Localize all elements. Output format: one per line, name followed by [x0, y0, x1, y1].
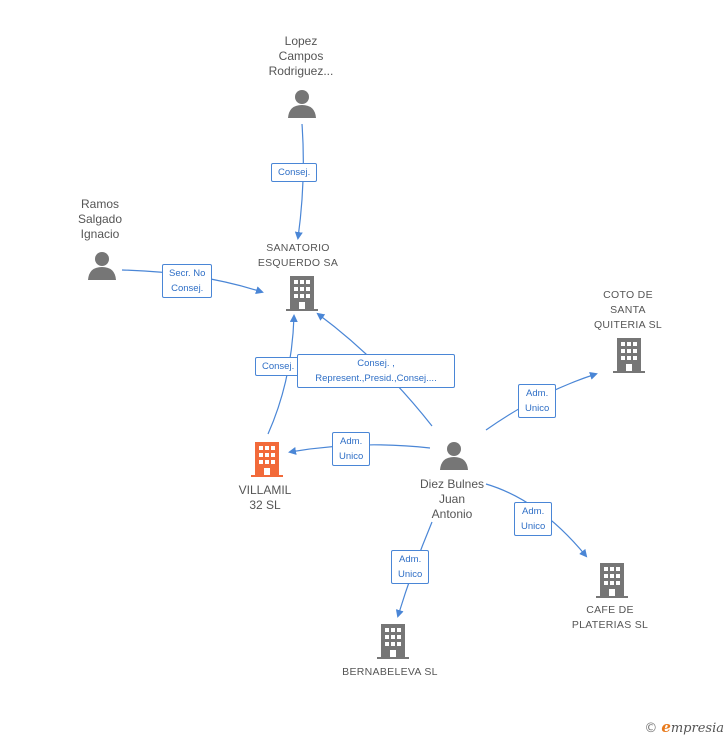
edge-label-diez-sanatorio[interactable]: Consej. , Represent.,Presid.,Consej.... — [297, 354, 455, 388]
person-icon[interactable] — [286, 88, 318, 120]
node-label-line: Salgado — [77, 212, 123, 226]
edge-label-line: Adm. — [399, 554, 422, 565]
node-label-line: CAFE DE — [586, 604, 634, 616]
edge-label-line: Unico — [525, 403, 550, 414]
edge-label-line: Adm. — [522, 506, 545, 517]
building-icon[interactable] — [251, 442, 283, 478]
edge-label-line: Consej. — [278, 167, 311, 178]
building-icon[interactable] — [377, 624, 409, 660]
node-label-sanatorio: SANATORIO ESQUERDO SA — [248, 241, 348, 271]
node-label-line: PLATERIAS SL — [571, 619, 649, 631]
edge-label-line: Consej. — [171, 283, 204, 294]
edge-label-diez-cafe[interactable]: Adm. Unico — [514, 502, 553, 536]
node-label-line: VILLAMIL — [238, 483, 292, 497]
person-icon[interactable] — [438, 440, 470, 472]
node-label-line: Ignacio — [80, 227, 120, 241]
edge-label-line: Adm. — [526, 388, 549, 399]
node-label-line: SANATORIO — [266, 242, 330, 254]
edge-label-villamil-sanatorio[interactable]: Consej. — [255, 357, 302, 376]
node-label-line: SANTA — [610, 304, 646, 316]
edge-label-line: Secr. No — [169, 268, 206, 279]
edge-label-ramos-sanatorio[interactable]: Secr. No Consej. — [162, 264, 213, 298]
node-label-line: ESQUERDO SA — [257, 257, 339, 269]
edge-label-diez-villamil[interactable]: Adm. Unico — [332, 432, 371, 466]
edge-label-line: Represent.,Presid.,Consej.... — [315, 373, 437, 384]
edge-label-line: Unico — [398, 569, 423, 580]
building-icon[interactable] — [596, 563, 628, 599]
edge-label-line: Unico — [339, 451, 364, 462]
node-label-villamil: VILLAMIL 32 SL — [225, 483, 305, 513]
node-label-line: Lopez — [284, 34, 318, 48]
edge-label-line: Consej. — [262, 361, 295, 372]
node-label-line: 32 SL — [249, 498, 281, 512]
node-label-bernabeleva: BERNABELEVA SL — [330, 665, 450, 680]
node-label-line: BERNABELEVA SL — [342, 666, 438, 678]
edge-villamil-sanatorio[interactable] — [267, 314, 298, 435]
edge-label-diez-coto[interactable]: Adm. Unico — [518, 384, 557, 418]
edge-label-diez-bernabeleva[interactable]: Adm. Unico — [391, 550, 430, 584]
brand-mark: e — [661, 718, 671, 736]
node-label-cafe: CAFE DE PLATERIAS SL — [560, 603, 660, 633]
building-icon[interactable] — [613, 338, 645, 374]
brand-name: mpresia — [670, 721, 724, 736]
edge-label-line: Unico — [521, 521, 546, 532]
copyright-icon: © — [644, 721, 658, 736]
node-label-line: Diez Bulnes — [419, 477, 485, 491]
node-label-coto: COTO DE SANTA QUITERIA SL — [578, 288, 678, 333]
node-label-line: QUITERIA SL — [593, 319, 663, 331]
person-icon[interactable] — [86, 250, 118, 282]
brand-logo[interactable]: ©empresia — [644, 718, 724, 736]
node-label-line: Antonio — [431, 507, 473, 521]
node-label-lopez: Lopez Campos Rodriguez... — [256, 34, 346, 79]
node-label-line: Juan — [438, 492, 466, 506]
node-label-line: COTO DE — [603, 289, 653, 301]
edge-label-line: Consej. , — [357, 358, 395, 369]
node-label-line: Campos — [278, 49, 324, 63]
node-label-ramos: Ramos Salgado Ignacio — [58, 197, 142, 242]
node-label-line: Rodriguez... — [268, 64, 334, 78]
node-label-diez: Diez Bulnes Juan Antonio — [404, 477, 500, 522]
node-label-line: Ramos — [80, 197, 119, 211]
edge-label-lopez-sanatorio[interactable]: Consej. — [271, 163, 318, 182]
building-icon[interactable] — [286, 276, 318, 312]
edge-label-line: Adm. — [340, 436, 363, 447]
